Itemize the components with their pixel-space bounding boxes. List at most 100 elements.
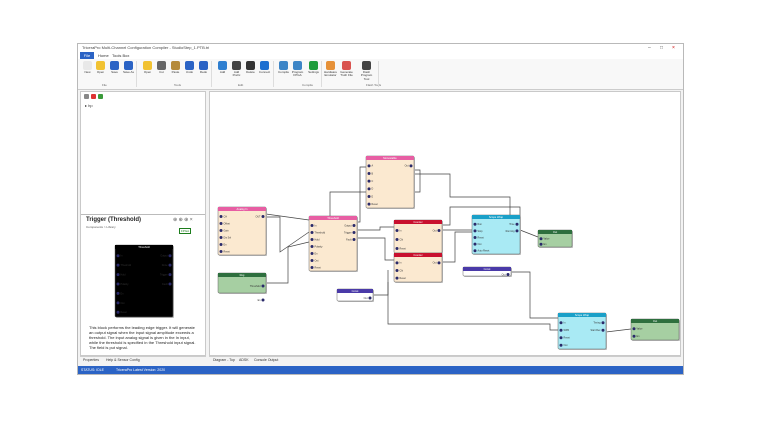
port-label: Out (478, 243, 482, 246)
tab-home[interactable]: Home (98, 53, 109, 58)
close-icon[interactable]: × (672, 45, 675, 51)
ribbon-button-save[interactable]: Save (108, 61, 121, 83)
ribbon-button-settings[interactable]: Settings (307, 61, 320, 83)
port-label: CH (224, 215, 228, 218)
port-label: C (372, 180, 374, 183)
input-port (116, 263, 120, 267)
input-port (395, 238, 399, 241)
input-port (116, 273, 120, 277)
tab-console-output[interactable]: Console Output (254, 358, 279, 362)
block-title: Counter (413, 253, 422, 257)
ribbon-button-add-prefix[interactable]: Add Prefix (230, 61, 243, 83)
help-nav-icons[interactable]: ⊕ ⊕ ⊕ × (173, 217, 193, 223)
tree-expand-icon[interactable]: ▸ (85, 103, 89, 108)
ribbon-button-hardware-emulator[interactable]: Hardware Emulator (324, 61, 337, 83)
connection-wire (265, 213, 310, 221)
input-port (310, 266, 314, 269)
port-label: Gain (224, 229, 230, 232)
ribbon-button-label: Flash Program Tool (360, 70, 373, 81)
generate-truth-file-icon (342, 61, 351, 70)
input-port (310, 231, 314, 234)
output-port (261, 298, 265, 302)
block-threshold[interactable]: ThresholdInThresholdHoldPolarityEnOutRes… (308, 215, 358, 272)
ribbon-button-label: Redo (199, 70, 208, 74)
ribbon-button-redo[interactable]: Redo (197, 61, 210, 83)
port-label: Out (121, 302, 125, 305)
port-label: Start Rec (591, 329, 602, 332)
ribbon-separator (136, 61, 137, 87)
ribbon-button-open[interactable]: Open (141, 61, 154, 83)
port-label: Value (637, 328, 644, 331)
ribbon-button-flash-program-tool[interactable]: Flash Program Tool (360, 61, 373, 83)
ribbon-button-connect[interactable]: Connect (258, 61, 271, 83)
ribbon-button-cut[interactable]: Cut (155, 61, 168, 83)
input-port (219, 236, 223, 239)
ribbon-button-compile[interactable]: Compile (277, 61, 290, 83)
tab-help-sensor-config[interactable]: Help & Sensor Config (106, 358, 140, 362)
ribbon-button-paste[interactable]: Paste (169, 61, 182, 83)
tab-properties[interactable]: Properties (83, 358, 99, 362)
ribbon-button-open[interactable]: Open (94, 61, 107, 83)
port-label: Value (544, 238, 551, 241)
ribbon-button-undo[interactable]: Undo (183, 61, 196, 83)
minimize-icon[interactable]: – (648, 45, 651, 51)
output-port (168, 273, 172, 277)
port-label: In (400, 229, 403, 232)
component-tree: ▸ hp (85, 103, 93, 108)
remove-icon[interactable] (91, 94, 96, 99)
tab-file[interactable]: File (80, 52, 94, 59)
ribbon-button-label: Cut (159, 70, 164, 74)
port-label: Out (502, 273, 506, 276)
ribbon-button-label: Add (219, 70, 226, 74)
tab-tools-box[interactable]: Tools Box (112, 53, 130, 58)
ribbon-button-new[interactable]: New (81, 61, 94, 83)
ribbon-separator (321, 61, 322, 87)
port-label: Threshold (250, 285, 261, 288)
ribbon-button-label: Settings (308, 70, 319, 74)
output-port (368, 296, 372, 300)
collapse-icon[interactable] (84, 94, 89, 99)
connection-wire (357, 226, 394, 231)
port-label: Fault (346, 238, 352, 241)
tree-item[interactable]: hp (88, 103, 93, 108)
ribbon-button-save-as[interactable]: Save As (122, 61, 135, 83)
tab-adsk[interactable]: ADSK (239, 358, 249, 362)
output-port (352, 231, 356, 234)
port-label: Hold (315, 238, 321, 241)
ribbon-button-label: Add Prefix (232, 70, 241, 78)
port-label: Reset (315, 266, 322, 269)
block-title: Reg (240, 273, 245, 277)
block-header (309, 216, 357, 220)
block-header (463, 267, 511, 271)
port-label: Out (315, 259, 319, 262)
ribbon-button-generate-truth-file[interactable]: Generate Truth File (340, 61, 353, 83)
ribbon-button-add[interactable]: Add (216, 61, 229, 83)
block-threshold[interactable]: ThresholdInThresholdHoldPolarityEnOutRes… (114, 244, 174, 318)
tab-diagram-top[interactable]: Diagram - Top (213, 358, 235, 362)
input-port (632, 334, 636, 338)
port-label: Trigger (160, 273, 168, 276)
add-icon[interactable] (98, 94, 103, 99)
input-port (310, 252, 314, 255)
maximize-icon[interactable]: □ (660, 45, 664, 51)
ribbon-group-file: File (102, 83, 107, 87)
panel-tabs: Properties Help & Sensor Config (80, 356, 206, 365)
output-port (168, 282, 172, 286)
output-port (601, 328, 605, 332)
ribbon-button-label: Open (143, 70, 152, 74)
ribbon-button-program-fpga[interactable]: Program FPGA (291, 61, 304, 83)
ribbon-button-delete[interactable]: Delete (244, 61, 257, 83)
